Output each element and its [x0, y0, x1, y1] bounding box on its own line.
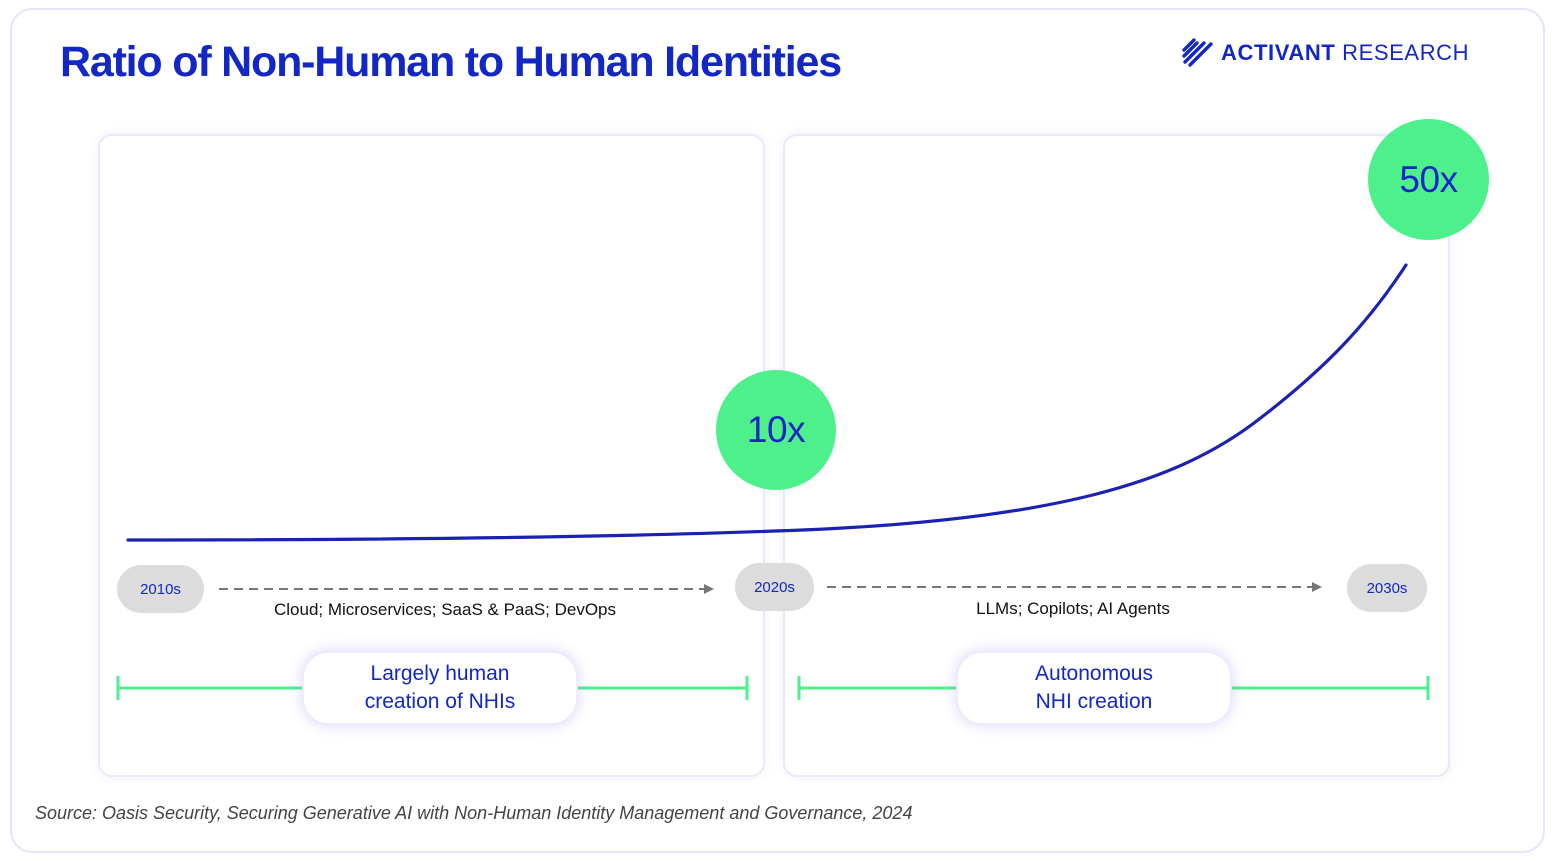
- phase-label-autonomous-line1: Autonomous: [1035, 662, 1153, 685]
- era-2010s: 2010s: [117, 565, 204, 613]
- milestone-50x: 50x: [1368, 119, 1489, 240]
- brand-name-light: RESEARCH: [1342, 40, 1470, 65]
- era-2020s: 2020s: [735, 563, 814, 611]
- phase-label-human-line2: creation of NHIs: [364, 690, 516, 713]
- phase-label-autonomous-line2: NHI creation: [1035, 690, 1153, 713]
- phase-label-human-line1: Largely human: [370, 662, 510, 685]
- diagonal-stripes-logo-icon: [1182, 38, 1213, 67]
- phase-label-human: Largely human creation of NHIs: [302, 651, 578, 725]
- milestone-10x: 10x: [716, 370, 836, 490]
- source-citation: Source: Oasis Security, Securing Generat…: [35, 803, 913, 823]
- brand-name: ACTIVANT RESEARCH: [1221, 40, 1469, 66]
- driver-label-past: Cloud; Microservices; SaaS & PaaS; DevOp…: [273, 600, 617, 619]
- growth-curve: [126, 263, 1408, 542]
- brand-name-bold: ACTIVANT: [1221, 40, 1336, 65]
- brand-logo: ACTIVANT RESEARCH: [1181, 38, 1469, 68]
- era-2030s: 2030s: [1347, 564, 1427, 612]
- driver-label-future: LLMs; Copilots; AI Agents: [976, 599, 1170, 618]
- page-title: Ratio of Non-Human to Human Identities: [60, 38, 842, 86]
- phase-label-autonomous: Autonomous NHI creation: [956, 651, 1232, 725]
